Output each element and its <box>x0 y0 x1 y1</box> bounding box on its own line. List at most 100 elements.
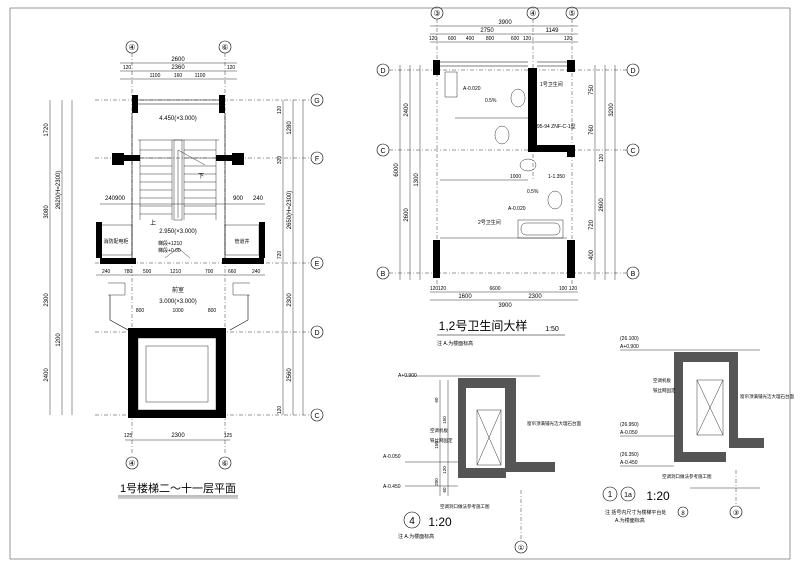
stair-run-right <box>183 140 217 220</box>
label-bath-slope1: 0.5% <box>485 98 497 104</box>
axis-bubble-bath-5: ⑤ <box>565 6 579 20</box>
dim-detail-left-6: 60 <box>442 487 447 493</box>
dim-stair-left-2: 3080 <box>44 205 50 219</box>
axis-bubble-detail-left: ① <box>514 540 528 554</box>
svg-text:4: 4 <box>409 516 415 527</box>
dim-bath-top-4: 400 <box>466 36 475 42</box>
fixture-toilet-1 <box>494 125 510 145</box>
dim-bath-top-9: 1149 <box>546 28 560 34</box>
label-detail-left-top: A+0.900 <box>398 373 417 379</box>
dim-detail-left-5: 200 <box>434 478 439 486</box>
svg-text:D: D <box>380 68 385 75</box>
label-detail-left-mid1: A-0.050 <box>383 454 401 460</box>
dim-stair-left-6: 2400 <box>44 368 50 382</box>
dim-stair-right-3: 320 <box>277 156 283 165</box>
svg-text:①: ① <box>518 544 524 552</box>
fixture-toilet-2 <box>547 190 563 210</box>
dim-stair-row-3: 500 <box>143 269 152 275</box>
label-detail-right-mid3: (26.350) <box>620 452 639 458</box>
svg-text:E: E <box>315 261 320 268</box>
label-stair-down: 下 <box>198 173 204 180</box>
label-detail-left-note4: 空调洞口做法参考施工图 <box>440 503 490 510</box>
label-bath-room1: 1号卫生间 <box>540 81 563 88</box>
bathroom-plan: ③ ④ ⑤ 3900 120 600 400 800 2750 600 120 … <box>376 6 640 347</box>
dim-stair-top-5: 1100 <box>150 73 161 79</box>
label-room-a: 消防配电柜 <box>103 238 128 245</box>
axis-bubble-detail-right: ③ <box>729 505 743 519</box>
dim-bath-top-10: 120 <box>564 36 573 42</box>
svg-text:1a: 1a <box>624 492 632 499</box>
detail-left-slab <box>458 378 516 388</box>
dim-stair-row-6: 660 <box>228 269 237 275</box>
axis-bubble-bath-B-left: B <box>376 266 390 280</box>
label-bath-fixture: 95-94 ZNF-C-1型 <box>537 123 576 130</box>
dim-stair-top-7: 1100 <box>195 73 206 79</box>
svg-text:④: ④ <box>128 43 135 52</box>
label-detail-right-note1: 窗帘顶满铺光洁大理石台面 <box>740 393 794 400</box>
axis-bubble-E: E <box>310 256 324 270</box>
fixture-counter <box>444 71 458 98</box>
bath-wall-mid <box>528 68 537 152</box>
note-detail-right: 注 括号内尺寸为楼梯平台处 <box>605 509 666 516</box>
dim-bath-bottom-2: 120 <box>438 286 447 292</box>
svg-text:G: G <box>314 98 319 105</box>
dim-stair-right-6: 2300 <box>287 293 293 307</box>
dim-bath-top-7: 600 <box>511 36 520 42</box>
axis-bubble-top-6: ⑥ <box>218 40 232 54</box>
label-detail-right-note2: 空调机板 <box>653 377 671 384</box>
dim-stair-right-2: 1280 <box>287 121 293 135</box>
dim-stair-bottom-2: 2300 <box>171 433 185 439</box>
dim-detail-left-4: 120 <box>442 466 447 474</box>
svg-text:D: D <box>630 68 635 75</box>
dim-bath-top-8: 120 <box>523 36 532 42</box>
label-stair-elev2: 2.950(×3.000) <box>159 229 197 235</box>
dim-detail-left-3: 150 <box>434 441 439 449</box>
dim-stair-left-5: 1200 <box>56 333 62 347</box>
dim-bath-right-4: 120 <box>599 154 605 163</box>
dim-stair-row-1: 240 <box>102 269 111 275</box>
label-detail-right-top1: (26.100) <box>620 336 639 342</box>
detail-right-ac-unit <box>696 379 724 436</box>
label-bath-pipe2: 1-1.350 <box>548 174 565 180</box>
detail-left-ac-unit <box>476 409 502 466</box>
dim-stair-mid-1: 240 <box>105 196 116 202</box>
note-detail-right-2: A.为楼面标高 <box>615 517 645 524</box>
dim-bath-bottom-3: 1600 <box>458 294 472 300</box>
dim-stair-low-2: 1000 <box>172 308 183 314</box>
svg-text:B: B <box>631 271 636 278</box>
axis-bubble-F: F <box>310 151 324 165</box>
svg-text:⑥: ⑥ <box>221 43 228 52</box>
svg-text:B: B <box>381 271 386 278</box>
stair-plan: ④ ⑥ 2600 2360 120 120 1100 160 1100 G F … <box>44 40 324 499</box>
dim-bath-right-5: 2600 <box>599 198 605 212</box>
svg-text:⑥: ⑥ <box>221 459 228 468</box>
label-room-c: 前室 <box>172 286 184 294</box>
axis-bubble-bottom-4: ④ <box>125 456 139 470</box>
label-detail-right-mid4: A-0.450 <box>620 460 638 466</box>
detail-right: (26.100) A+0.900 空调机板 铁丝网固定 窗帘顶满铺光洁大理石台面… <box>602 336 794 524</box>
dim-stair-row-7: 240 <box>252 269 261 275</box>
label-detail-right-mid2: A-0.050 <box>620 430 638 436</box>
label-detail-left-mid2: A-0.450 <box>383 484 401 490</box>
label-stair-note2: 梯段+0.00 <box>158 247 181 254</box>
label-bath-room2: 2号卫生间 <box>478 219 501 226</box>
dim-bath-right-2: 3200 <box>609 103 615 117</box>
stair-well <box>173 139 183 221</box>
dim-stair-top-2: 2360 <box>171 65 185 71</box>
stair-column <box>219 95 225 113</box>
dim-stair-left-3: 2620(H=2300) <box>56 171 62 210</box>
dim-bath-top-2: 120 <box>429 36 438 42</box>
axis-bubble-bottom-6: ⑥ <box>218 456 232 470</box>
dim-bath-bottom-7: 120 <box>569 286 578 292</box>
column-F-right <box>232 153 244 165</box>
dim-bath-left-3: 1300 <box>414 173 420 187</box>
axis-bubble-bath-D-right: D <box>626 63 640 77</box>
title-bathroom: 1,2号卫生间大样 <box>439 318 528 333</box>
dim-bath-top-5: 800 <box>486 36 495 42</box>
svg-text:D: D <box>314 330 319 337</box>
dim-stair-left-4: 2300 <box>44 293 50 307</box>
svg-text:C: C <box>630 148 635 155</box>
dim-stair-top-4: 120 <box>227 65 236 71</box>
dim-stair-right-7: 2560 <box>287 368 293 382</box>
label-detail-right-mid1: (26.950) <box>620 422 639 428</box>
